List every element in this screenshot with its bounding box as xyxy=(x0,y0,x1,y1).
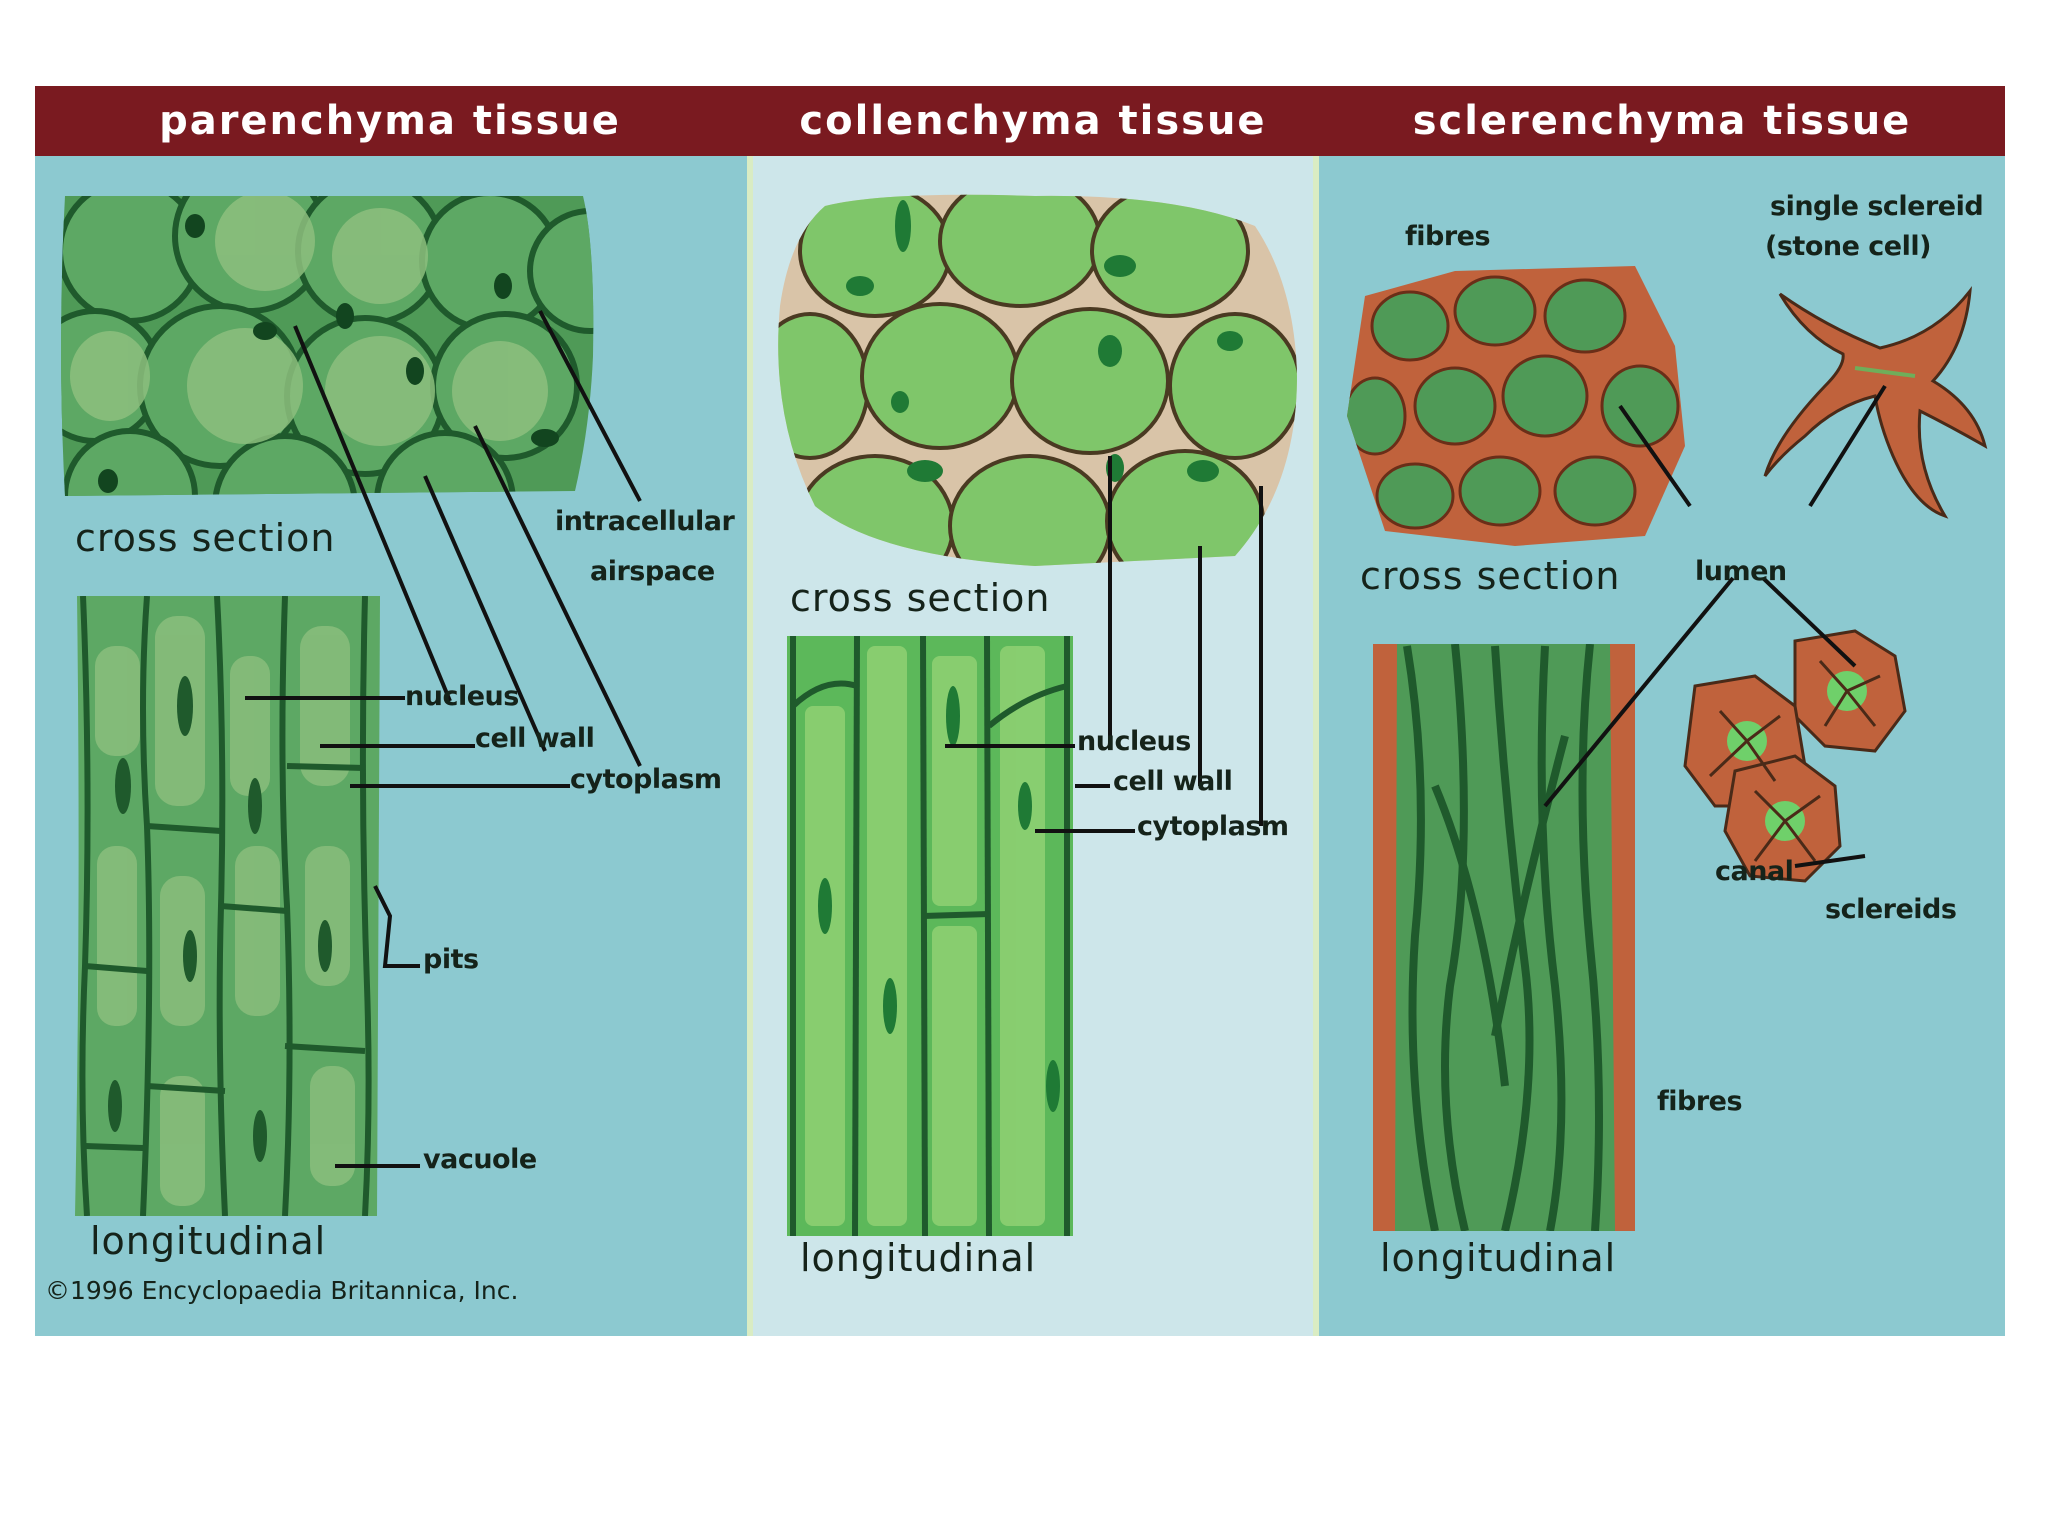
vacuole-label: vacuole xyxy=(423,1144,537,1175)
parenchyma-longitudinal-drawing xyxy=(75,596,380,1216)
title-sclerenchyma: sclerenchyma tissue xyxy=(1412,98,1912,144)
sclerenchyma-longitudinal-drawing xyxy=(1373,644,1635,1231)
collenchyma-longitudinal-label: longitudinal xyxy=(800,1236,1037,1280)
sclereids-label: sclereids xyxy=(1825,894,1957,925)
collenchyma-cell-wall-label: cell wall xyxy=(1113,766,1233,797)
sclerenchyma-longitudinal-label: longitudinal xyxy=(1380,1236,1617,1280)
tissue-figure: parenchyma tissue collenchyma tissue scl… xyxy=(35,86,2005,1336)
tissue-illustrations xyxy=(61,194,1988,1236)
parenchyma-cross-section-drawing xyxy=(61,196,594,496)
header-bar xyxy=(35,86,2005,156)
sclereids-cluster-drawing xyxy=(1683,629,1907,883)
title-parenchyma: parenchyma tissue xyxy=(159,98,621,144)
collenchyma-cross-section-label: cross section xyxy=(790,576,1051,620)
copyright-credit: ©1996 Encyclopaedia Britannica, Inc. xyxy=(45,1276,519,1305)
leader-lines xyxy=(245,310,1887,1168)
collenchyma-cross-section-drawing xyxy=(778,194,1297,566)
single-sclereid-drawing xyxy=(1763,286,1988,519)
collenchyma-longitudinal-drawing xyxy=(787,636,1073,1236)
parenchyma-longitudinal-label: longitudinal xyxy=(90,1219,327,1263)
intracellular-label: intracellular xyxy=(555,506,735,537)
airspace-label: airspace xyxy=(590,556,715,587)
fibres-top-label: fibres xyxy=(1405,221,1491,252)
collenchyma-nucleus-label: nucleus xyxy=(1077,726,1191,757)
parenchyma-cell-wall-label: cell wall xyxy=(475,723,595,754)
pits-label: pits xyxy=(423,944,479,975)
fibres-bottom-label: fibres xyxy=(1657,1086,1743,1117)
parenchyma-cross-section-label: cross section xyxy=(75,516,336,560)
sclerenchyma-cross-section-label: cross section xyxy=(1360,554,1621,598)
canal-label: canal xyxy=(1715,856,1794,887)
parenchyma-nucleus-label: nucleus xyxy=(405,681,519,712)
single-sclereid-label: single sclereid xyxy=(1770,191,1984,222)
title-collenchyma: collenchyma tissue xyxy=(799,98,1267,144)
parenchyma-cytoplasm-label: cytoplasm xyxy=(570,764,722,795)
stone-cell-label: (stone cell) xyxy=(1765,231,1931,262)
collenchyma-cytoplasm-label: cytoplasm xyxy=(1137,811,1289,842)
lumen-label: lumen xyxy=(1695,556,1787,587)
sclerenchyma-cross-section-drawing xyxy=(1347,266,1685,546)
